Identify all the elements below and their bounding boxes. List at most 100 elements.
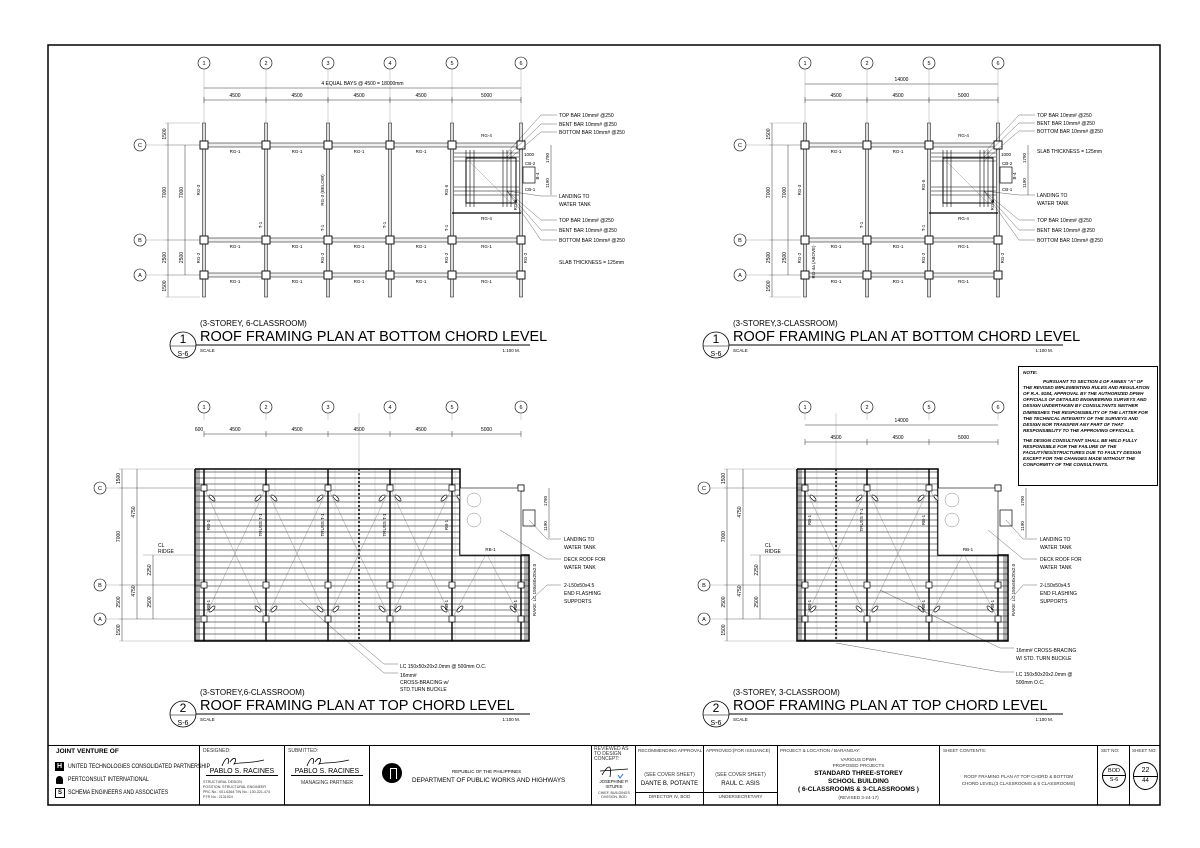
column (200, 615, 208, 623)
roof-girder (804, 237, 999, 243)
plan-subtitle: (3-STOREY, 6-CLASSROOM) (200, 319, 307, 328)
tank-beam-label: RG-4 (481, 216, 492, 221)
ridge-dimension: 2250 (754, 564, 760, 575)
row-dimension: 1500 (162, 280, 168, 291)
column (261, 140, 271, 150)
row-dimension: 2500 (782, 252, 788, 263)
sheet-no-cell: SHEET NO: 22 44 (1130, 745, 1160, 805)
column (323, 235, 333, 245)
roof-girder (203, 237, 522, 243)
tank-dim: 1790 (543, 495, 548, 506)
project-title-2: SCHOOL BUILDING (828, 777, 889, 785)
rebar-diagonal (465, 157, 512, 204)
grid-row-B-label: B (702, 583, 706, 589)
sheet-no-label: SHEET NO: (1132, 748, 1157, 753)
ridge-label: RIDGE (765, 549, 782, 555)
reviewer-name: JOSEPHINE P. ISTURIS (599, 779, 629, 789)
recommending-label: RECOMMENDING APPROVAL (638, 748, 703, 753)
grid-col-2-bubble (259, 400, 273, 414)
slab-opening (942, 157, 994, 204)
column (801, 615, 809, 623)
callout-text: LC 150x50x20x2.0mm @ 500mm O.C. (400, 664, 486, 670)
grid-col-2-label: 2 (865, 61, 868, 67)
turnbuckle-icon (394, 605, 402, 613)
column (261, 270, 271, 280)
turnbuckle-icon (917, 494, 925, 502)
roof-girder (203, 272, 522, 278)
plan-subtitle: (3-STOREY,3-CLASSROOM) (733, 319, 838, 328)
ridge-label: RIDGE (158, 549, 175, 555)
callout-text: SUPPORTS (1040, 599, 1068, 605)
designed-label: DESIGNED: (203, 748, 231, 754)
sheet-contents-line-2: CHORD LEVEL(3 CLASSROOMS & 6 CLASSROOMS) (961, 781, 1076, 786)
beam-label: RG-1 (292, 279, 303, 284)
grid-row-A-label: A (98, 617, 102, 623)
callout-text: BOTTOM BAR 10mm# @250 (1037, 238, 1103, 244)
member-label: TRUSS T-1 (859, 508, 864, 531)
turnbuckle-icon (855, 494, 863, 502)
callout-text: W/ STD. TURN BUCKLE (1016, 656, 1072, 662)
beam-label: RG-1 (292, 149, 303, 154)
column-label: T-1 (382, 221, 387, 228)
project-revised: (REVISED 3-24-17) (838, 795, 879, 800)
column (994, 484, 1002, 492)
project-line-2: PROPOSED PROJECTS (832, 763, 885, 768)
water-tank-deck (937, 487, 999, 556)
grid-col-2-bubble (259, 56, 273, 70)
column (262, 581, 270, 589)
designer-detail-2: POSITION: STRUCTURAL ENGINEER (203, 785, 266, 789)
bay-dimension: 5000 (481, 427, 492, 433)
tank-beam-label: CB-2 (525, 161, 536, 166)
member-label: RB-1 (485, 547, 496, 552)
tank-dim: 1000 (524, 152, 535, 157)
scale-label: SCALE (733, 348, 748, 353)
grid-col-1-bubble (197, 56, 211, 70)
column (386, 484, 394, 492)
column (516, 235, 526, 245)
column (517, 581, 525, 589)
column-label: RG-3 (BELOW) (320, 174, 325, 206)
bay-dimension: 5000 (958, 435, 969, 441)
row-dimension: 1500 (721, 473, 727, 484)
cross-bracing (804, 487, 868, 620)
column-label: RG-5 (921, 179, 926, 190)
grid-col-4-label: 4 (388, 61, 391, 67)
callout-text: END FLASHING (1040, 591, 1077, 597)
grid-row-B-bubble (93, 578, 107, 592)
row-dimension: 7000 (162, 187, 168, 198)
callout-text: TOP BAR 10mm# @250 (1037, 113, 1092, 119)
leader-line (530, 584, 561, 601)
agency-cell: REPUBLIC OF THE PHILIPPINES DEPARTMENT O… (370, 745, 592, 805)
turnbuckle-icon (270, 494, 278, 502)
joint-venture-heading: JOINT VENTURE OF (56, 748, 119, 755)
bay-dimension: 4500 (353, 93, 364, 99)
row-dimension: 7000 (116, 531, 122, 542)
member-label: TRUSS T-1 (258, 513, 263, 536)
set-no-circle: BOD S-6 (1102, 764, 1126, 788)
approved-name: RAUL C. ASIS (721, 781, 760, 787)
roof-outline (796, 468, 1009, 642)
landing-box (522, 509, 536, 527)
leader-line (983, 130, 1035, 162)
leader-line (506, 123, 557, 158)
row-dimension: 2500 (116, 596, 122, 607)
column (925, 484, 933, 492)
grid-col-1-bubble (798, 400, 812, 414)
grid-col-5-bubble (922, 56, 936, 70)
ridge-dimension: 2500 (754, 596, 760, 607)
tank-dim: 1190 (545, 178, 550, 188)
leader-line (506, 190, 557, 241)
turnbuckle-icon (440, 494, 448, 502)
water-tank-deck (459, 487, 522, 556)
tank-beam-label: RG-5 (990, 199, 995, 210)
callout-text: BOTTOM BAR 10mm# @250 (559, 130, 625, 136)
truss-line (803, 122, 807, 298)
member-label: RB-1 (921, 599, 926, 610)
callout-text: BENT BAR 10mm# @250 (1037, 228, 1095, 234)
sheet-contents-line-1: ROOF FRAMING PLAN AT TOP CHORD & BOTTOM (963, 774, 1074, 779)
sheet-contents-cell: SHEET CONTENTS: ROOF FRAMING PLAN AT TOP… (940, 745, 1098, 805)
approved-role: UNDERSECRETARY (704, 792, 777, 799)
ridge-label: CL (158, 543, 165, 549)
leader-line (299, 599, 398, 674)
